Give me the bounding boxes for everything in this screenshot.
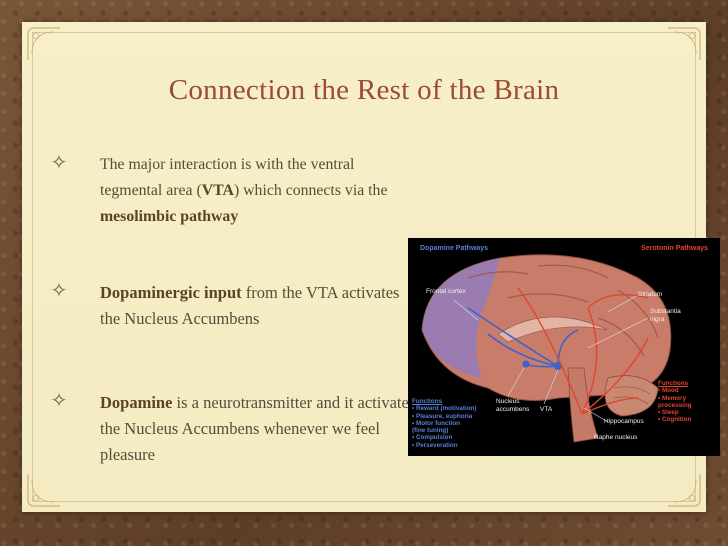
bullet-text-part: ) which connects via the <box>233 182 388 199</box>
function-item: • Memory <box>658 394 687 402</box>
function-item: • Reward (motivation) <box>412 405 477 413</box>
bullet-text: Dopaminergic input from the VTA activate… <box>100 280 420 332</box>
slide-title: Connection the Rest of the Brain <box>168 74 560 106</box>
bullet-text: Dopamine is a neurotransmitter and it ac… <box>100 390 420 468</box>
function-item: • Pleasure, euphoria <box>412 412 473 420</box>
corner-ornament-icon <box>664 24 704 64</box>
functions-heading: Functions <box>412 398 443 405</box>
function-item: • Motor function <box>412 419 461 427</box>
bullet-text-part: from the VTA activates the Nucleus Accum… <box>100 283 400 328</box>
serotonin-functions-list: Functions • Mood • Memory processing • S… <box>658 380 692 424</box>
label-vta: VTA <box>540 406 553 413</box>
four-point-star-icon: ✧ <box>50 152 68 174</box>
dopamine-functions-list: Functions • Reward (motivation) • Pleasu… <box>412 398 476 449</box>
bullet-bold-term: Dopaminergic input <box>100 283 242 302</box>
corner-ornament-icon <box>24 24 64 64</box>
function-item: • Mood <box>658 387 679 395</box>
bullet-text-part: The major interaction is with the ventra… <box>100 156 355 199</box>
dopamine-pathways-title: Dopamine Pathways <box>420 245 489 252</box>
function-item: • Sleep <box>658 409 679 417</box>
slide-canvas: Connection the Rest of the Brain ✧ The m… <box>22 22 720 512</box>
function-item: • Perseveration <box>412 441 458 449</box>
bullet-bold-term: mesolimbic pathway <box>100 208 239 225</box>
label-substantia-nigra: Substantia nigra <box>650 308 681 323</box>
bullet-text-part: is a neurotransmitter and it activates t… <box>100 393 416 464</box>
label-hippocampus: Hippocampus <box>604 418 644 425</box>
functions-heading: Functions <box>658 380 689 387</box>
bullet-bold-term: VTA <box>201 182 234 199</box>
corner-ornament-icon <box>664 470 704 510</box>
four-point-star-icon: ✧ <box>50 280 68 302</box>
function-item: (fine tuning) <box>412 427 449 435</box>
function-item: • Compulsion <box>412 434 453 442</box>
label-striatum: Striatum <box>638 291 663 298</box>
function-item: processing <box>658 401 692 409</box>
brain-pathways-figure: Dopamine Pathways Serotonin Pathways Fro… <box>408 238 720 456</box>
label-frontal-cortex: Frontal cortex <box>426 288 466 295</box>
bullet-text: The major interaction is with the ventra… <box>100 152 420 230</box>
serotonin-pathways-title: Serotonin Pathways <box>641 245 708 252</box>
bullet-bold-term: Dopamine <box>100 393 173 412</box>
label-raphe-nucleus: Raphe nucleus <box>594 434 638 441</box>
function-item: • Cognition <box>658 416 692 424</box>
four-point-star-icon: ✧ <box>50 390 68 412</box>
label-nucleus-accumbens: Nucleus accumbens <box>496 398 530 413</box>
brain-illustration <box>421 254 672 443</box>
corner-ornament-icon <box>24 470 64 510</box>
